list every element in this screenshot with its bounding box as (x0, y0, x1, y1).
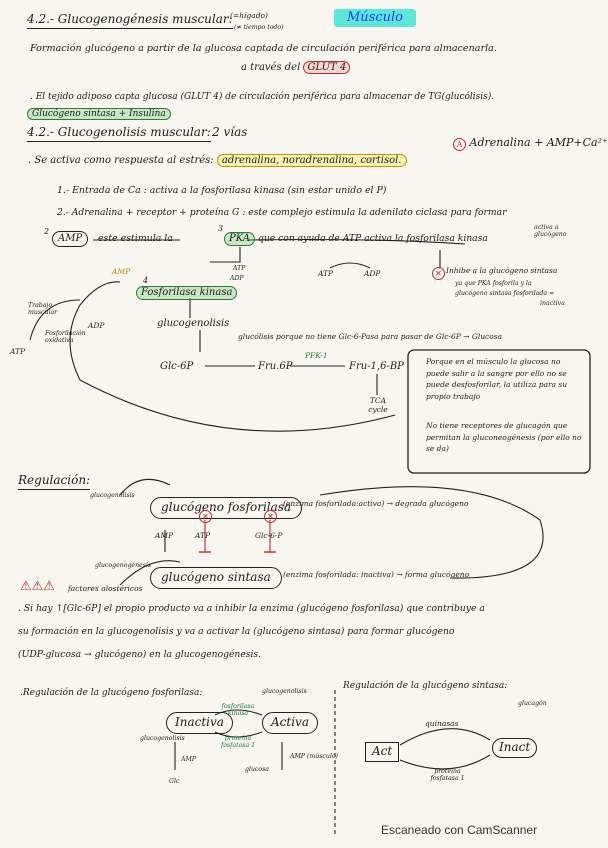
inact-node: Inact (492, 738, 538, 758)
formation-line-1: Formación glucógeno a partir de la gluco… (30, 43, 497, 54)
step-1: 1.- Entrada de Ca : activa a la fosforil… (57, 185, 387, 196)
reg-glucogenogenesis-label: glucogenogénesis (95, 562, 152, 569)
adp-cycle: ADP (88, 321, 105, 330)
synth-regulation-title: Regulación de la glucógeno sintasa: (343, 681, 508, 691)
glucagon-label: glucagón (518, 700, 547, 707)
atp-inhibit-icon: ✕ (199, 510, 212, 523)
inhibe-line-3: glucógeno sintasa fosforilada = (455, 290, 555, 297)
note-box-2: No tiene receptores de glucagón que perm… (426, 421, 582, 454)
glc6p-node: Glc-6P (160, 361, 194, 372)
amp-node: AMP (52, 231, 89, 247)
section-title-glucogenolisis: 4.2.- Glucogenolisis muscular: (27, 125, 211, 142)
amp-stimulate: este estimula la (98, 233, 173, 244)
inhibe-line-1: Inhibe a la glucógeno sintasa (446, 266, 558, 275)
act-node: Act (365, 742, 400, 762)
fru16bp-node: Fru-1,6-BP (349, 361, 404, 372)
bottom-glucogenolisis-left: glucogenolisis (140, 735, 185, 742)
pka-node: PKA (224, 232, 256, 246)
factors-label: factores alostéricos (68, 584, 143, 593)
regulation-title: Regulación: (18, 473, 91, 490)
regulation-para-1: . Si hay ↑[Glc-6P] el propio producto va… (18, 603, 485, 614)
glucogeno-fosforilasa-node: glucógeno fosforilasa (150, 497, 303, 519)
amp-num: 2 (44, 227, 50, 236)
phos-note: (enzima fosforilada:activa) → degrada gl… (283, 499, 469, 508)
enzymes-tag: Glucógeno sintasa + Insulina (27, 108, 171, 121)
a-marker-icon: A (453, 138, 466, 151)
note-box-1: Porque en el músculo la glucosa no puede… (426, 357, 568, 401)
fosforilasa-kinasa-label: fosforilasa kinasa (221, 703, 255, 718)
pka-num: 3 (218, 224, 224, 233)
reg-amp: AMP (155, 531, 174, 540)
fk-num: 4 (143, 276, 149, 285)
scanner-watermark: Escaneado con CamScanner (381, 823, 538, 837)
regulation-para-3: (UDP-glucosa → glucógeno) en la glucogen… (18, 649, 262, 660)
ways-count: 2 vías (212, 125, 248, 139)
section-title-glucogenogenesis: 4.2.- Glucogenogénesis muscular: (27, 12, 233, 29)
bottom-glucosa: glucosa (245, 766, 269, 773)
formation-prefix: a través del (241, 62, 301, 73)
regulation-para-2: su formación en la glucogenolisis y va a… (18, 626, 455, 637)
amp-cycle: AMP (112, 267, 131, 276)
reg-glc6p: Glc-6-P (255, 531, 283, 540)
atp-pka: ATP (233, 265, 246, 272)
bottom-amp-left: AMP (181, 756, 196, 763)
adp-pka: ADP (230, 275, 244, 282)
proteina-fosfatasa-right: proteína fosfatasa 1 (430, 768, 465, 783)
regulators-label: Adrenalina + AMP+Ca²⁺ (469, 136, 608, 149)
fosforilasa-kinasa-node: Fosforilasa kinasa (136, 286, 238, 300)
glut4-tag: GLUT 4 (303, 61, 351, 74)
top-right-regulators: A Adrenalina + AMP+Ca²⁺ (453, 136, 608, 151)
bottom-glucogenolisis-top: glucogenolisis (262, 688, 307, 695)
cycle-muscle: Trabajo muscular (28, 302, 58, 317)
stress-prefix: . Se activa como respuesta al estrés: (28, 155, 214, 166)
adipose-line: . El tejido adiposo capta glucosa (GLUT … (30, 92, 495, 102)
reg-atp: ATP (195, 531, 211, 540)
bottom-amp-muscle: AMP (músculo) (290, 753, 338, 760)
cycle-phosphorylation: Fosforilación oxidativa (45, 330, 86, 345)
bottom-glc: Glc (169, 778, 180, 785)
muscle-title: Músculo (334, 9, 416, 27)
atp-cycle: ATP (10, 347, 26, 356)
step-2: 2.- Adrenalina + receptor + proteína G :… (57, 207, 507, 218)
inactiva-node: Inactiva (166, 712, 233, 734)
inhibe-marker-icon: ✕ (432, 267, 445, 280)
proteina-fosfatasa-label: proteína fosfatasa 1 (220, 735, 256, 750)
glucogenolisis-node: glucogenolisis (157, 318, 230, 329)
fru6p-node: Fru.6P (258, 361, 293, 372)
section-tag: (=hígado) (230, 11, 268, 20)
stress-list: adrenalina, noradrenalina, cortisol. (216, 154, 407, 167)
warning-icons: ⚠⚠⚠ (20, 579, 55, 594)
adp-mid: ADP (364, 269, 381, 278)
inhibe-line-2: ya que PKA fosforila y la (455, 280, 532, 287)
glucolisis-note: glucólisis porque no tiene Glc-6-Pasa pa… (238, 332, 503, 341)
stress-line: . Se activa como respuesta al estrés: ad… (28, 154, 407, 167)
glc6p-inhibit-icon: ✕ (264, 510, 277, 523)
tca-cycle: TCA cycle (368, 396, 388, 414)
pka-description: que con ayuda de ATP activa la fosforila… (258, 233, 488, 244)
synth-note: (enzima fosforilada: inactiva) → forma g… (283, 570, 470, 579)
activa-label: activa a glucógeno (534, 224, 567, 239)
activa-node: Activa (262, 712, 318, 734)
reg-glucogenolisis-label: glucogenolisis (90, 492, 135, 499)
quinasas-label: quinasas (425, 719, 459, 728)
phos-regulation-title: .Regulación de la glucógeno fosforilasa: (20, 688, 203, 698)
atp-mid: ATP (318, 269, 334, 278)
pfk1-label: PFK-1 (305, 351, 328, 360)
formation-line-2: a través del GLUT 4 (241, 61, 351, 74)
inhibe-line-4: inactiva (540, 300, 565, 307)
glucogeno-sintasa-node: glucógeno sintasa (150, 567, 282, 589)
section-tag-note: (≠ tiempo todo) (234, 24, 284, 31)
